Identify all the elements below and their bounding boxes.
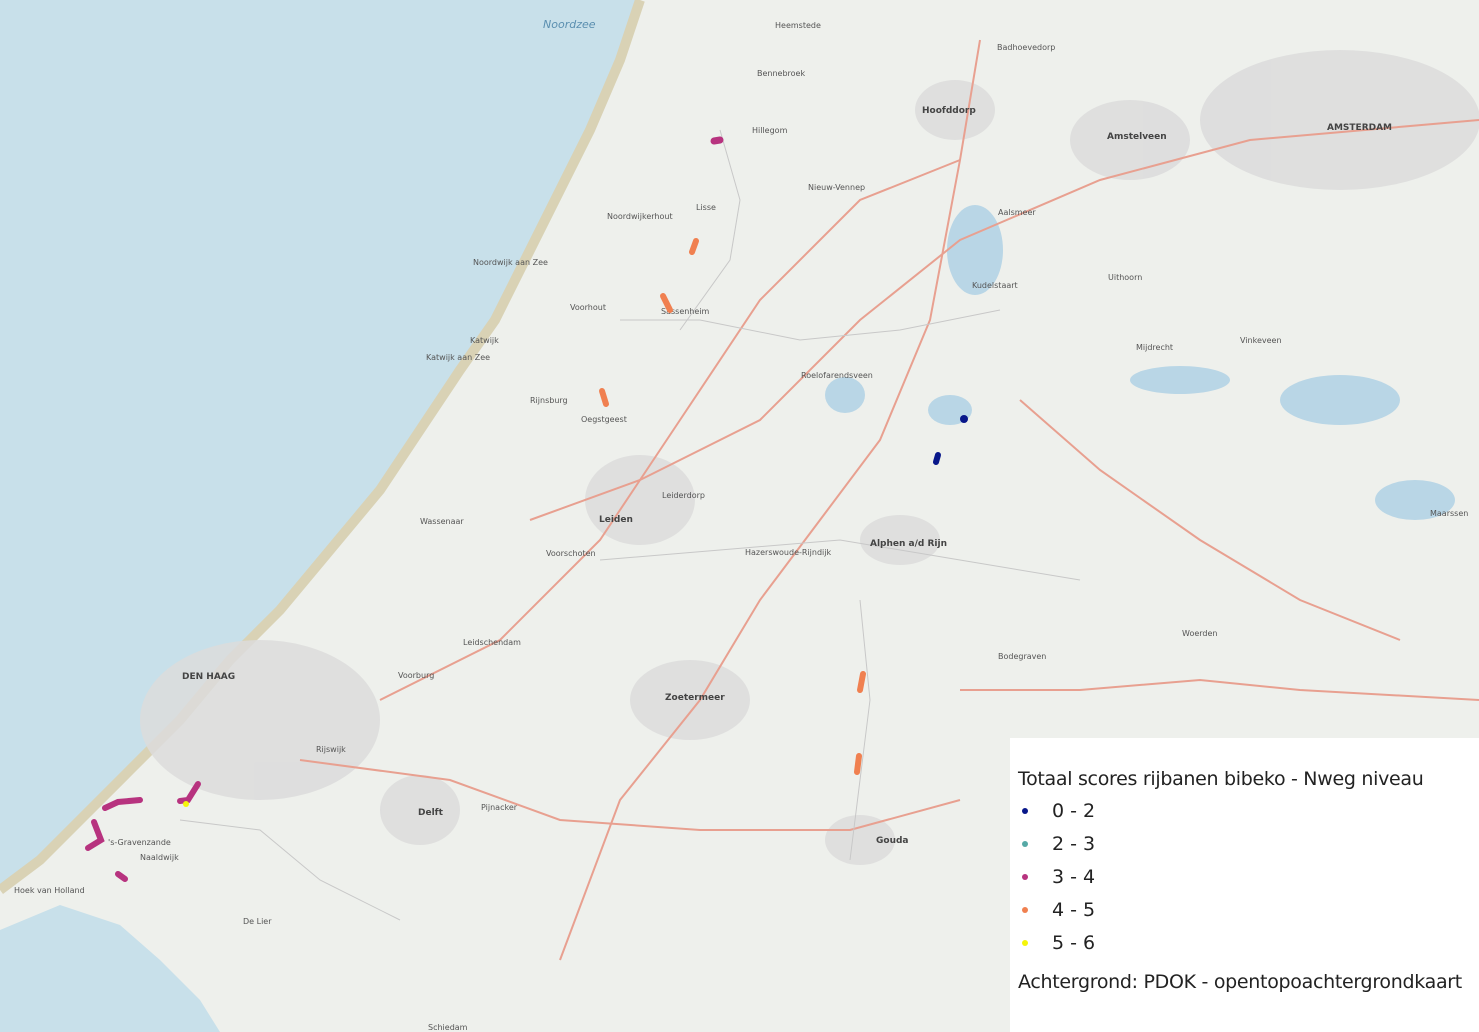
place-mijdrecht: Mijdrecht xyxy=(1136,343,1173,352)
place-badhoevedorp: Badhoevedorp xyxy=(997,43,1055,52)
place-woerden: Woerden xyxy=(1182,629,1217,638)
place-schiedam: Schiedam xyxy=(428,1023,468,1032)
place-hillegom: Hillegom xyxy=(752,126,788,135)
segment-score-0-2 xyxy=(933,452,941,465)
segment-score-4-5 xyxy=(599,388,609,407)
place-voorburg: Voorburg xyxy=(398,671,434,680)
place-uithoorn: Uithoorn xyxy=(1108,273,1142,282)
place-amstelveen: Amstelveen xyxy=(1107,132,1167,142)
place-den-haag: DEN HAAG xyxy=(182,672,235,682)
place-oegstgeest: Oegstgeest xyxy=(581,415,627,424)
place-bodegraven: Bodegraven xyxy=(998,652,1046,661)
harbour-water xyxy=(0,905,220,1032)
place-pijnacker: Pijnacker xyxy=(481,803,518,812)
place-leiderdorp: Leiderdorp xyxy=(662,491,705,500)
place-leidschendam: Leidschendam xyxy=(463,638,521,647)
legend-swatch xyxy=(1022,874,1028,880)
place-aalsmeer: Aalsmeer xyxy=(998,208,1036,217)
lakes xyxy=(825,205,1455,520)
legend-swatch xyxy=(1022,808,1028,814)
place-delft: Delft xyxy=(418,808,444,818)
legend-item-2-3: 2 - 3 xyxy=(1022,830,1095,858)
legend-label: 5 - 6 xyxy=(1052,932,1096,954)
place-noordwijkerhout: Noordwijkerhout xyxy=(607,212,673,221)
place-kudelstaart: Kudelstaart xyxy=(972,281,1018,290)
place-hoofddorp: Hoofddorp xyxy=(922,106,976,116)
place-hazerswoude: Hazerswoude-Rijndijk xyxy=(745,548,831,557)
place-voorschoten: Voorschoten xyxy=(546,549,596,558)
segment-score-5-6 xyxy=(183,801,189,807)
place-noordwijk: Noordwijk aan Zee xyxy=(473,258,548,267)
coastline xyxy=(0,0,645,894)
legend-item-4-5: 4 - 5 xyxy=(1022,896,1095,924)
legend-title: Totaal scores rijbanen bibeko - Nweg niv… xyxy=(1018,768,1424,790)
legend-swatch xyxy=(1022,907,1028,913)
place-naaldwijk: Naaldwijk xyxy=(140,853,179,862)
place-hoek: Hoek van Holland xyxy=(14,886,85,895)
map-legend: Totaal scores rijbanen bibeko - Nweg niv… xyxy=(1010,738,1479,1032)
place-alphen: Alphen a/d Rijn xyxy=(870,539,947,549)
place-lisse: Lisse xyxy=(696,203,716,212)
place-heemstede: Heemstede xyxy=(775,21,821,30)
place-de-lier: De Lier xyxy=(243,917,272,926)
place-noordzee: Noordzee xyxy=(543,18,596,31)
legend-item-5-6: 5 - 6 xyxy=(1022,929,1095,957)
segment-score-3-4 xyxy=(115,871,128,882)
segment-score-3-4 xyxy=(710,136,724,145)
place-zoetermeer: Zoetermeer xyxy=(665,693,725,703)
segment-score-4-5 xyxy=(857,671,866,693)
segment-score-3-4 xyxy=(85,819,105,851)
place-rijnsburg: Rijnsburg xyxy=(530,396,568,405)
place-vinkeveen: Vinkeveen xyxy=(1240,336,1282,345)
place-roelofarendsveen: Roelofarendsveen xyxy=(801,371,873,380)
legend-swatch xyxy=(1022,841,1028,847)
segment-score-4-5 xyxy=(689,238,699,255)
place-voorhout: Voorhout xyxy=(570,303,606,312)
place-wassenaar: Wassenaar xyxy=(420,517,464,526)
segment-score-3-4 xyxy=(102,797,143,811)
legend-swatch xyxy=(1022,940,1028,946)
place-gravenzande: 's-Gravenzande xyxy=(108,838,171,847)
legend-label: 0 - 2 xyxy=(1052,800,1096,822)
legend-label: 4 - 5 xyxy=(1052,899,1096,921)
segment-score-4-5 xyxy=(854,753,862,775)
place-nieuw-vennep: Nieuw-Vennep xyxy=(808,183,865,192)
place-maarssen: Maarssen xyxy=(1430,509,1468,518)
segment-score-0-2 xyxy=(960,415,968,423)
legend-label: 2 - 3 xyxy=(1052,833,1096,855)
place-katwijk: Katwijk xyxy=(470,336,499,345)
place-sassenheim: Sassenheim xyxy=(661,307,710,316)
secondary-roads xyxy=(179,129,1081,921)
place-amsterdam: AMSTERDAM xyxy=(1327,123,1392,133)
place-rijswijk: Rijswijk xyxy=(316,745,346,754)
legend-item-3-4: 3 - 4 xyxy=(1022,863,1095,891)
place-bennebroek: Bennebroek xyxy=(757,69,805,78)
segment-score-4-5 xyxy=(660,293,673,313)
background-credit: Achtergrond: PDOK - opentopoachtergrondk… xyxy=(1018,971,1462,993)
sea-area xyxy=(0,0,640,890)
place-leiden: Leiden xyxy=(599,515,633,525)
place-katwijk-zee: Katwijk aan Zee xyxy=(426,353,490,362)
legend-label: 3 - 4 xyxy=(1052,866,1096,888)
roads xyxy=(299,39,1479,961)
road-score-segments xyxy=(85,136,968,882)
place-labels: Noordzee Heemstede Badhoevedorp Hoofddor… xyxy=(14,18,1468,1032)
segment-score-3-4 xyxy=(177,781,201,804)
legend-item-0-2: 0 - 2 xyxy=(1022,797,1095,825)
place-gouda: Gouda xyxy=(876,836,909,846)
